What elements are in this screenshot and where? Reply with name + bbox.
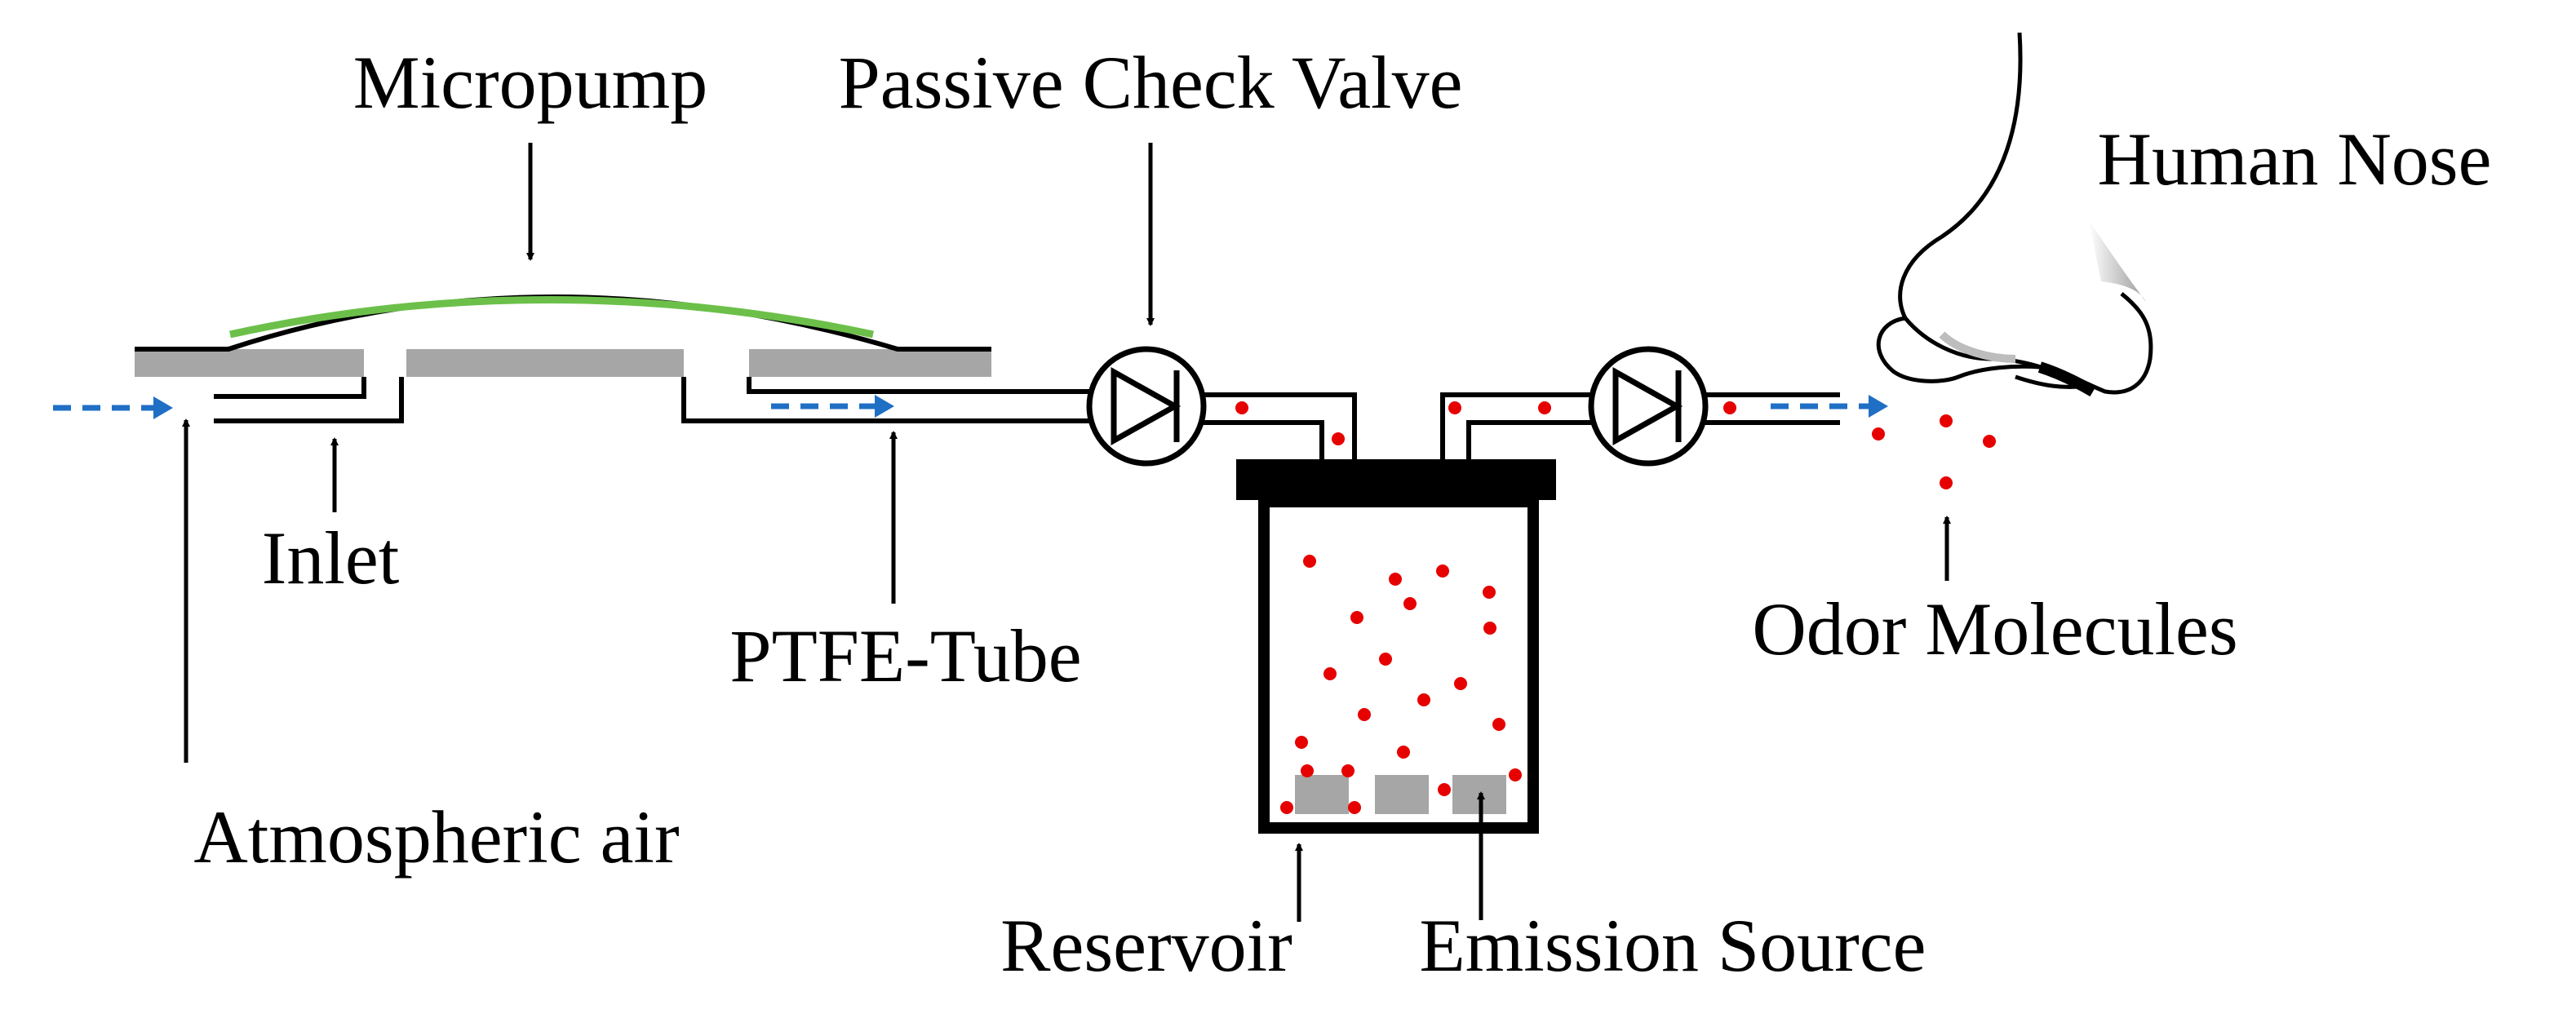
odor-molecule [1358,708,1371,721]
odor-molecule [1438,783,1451,796]
odor-molecule [1303,555,1316,568]
odor-molecule [1323,667,1337,680]
reservoir-lid [1236,459,1556,500]
odor-molecule [1509,768,1522,781]
odor-molecule [1295,736,1308,749]
odor-molecule [1983,435,1996,448]
check-valve-2 [1588,346,1709,467]
odor-molecule [1872,427,1885,440]
emission-source-label: Emission Source [1420,904,1926,987]
pump-body [135,349,991,377]
odor-molecule [1341,764,1355,777]
odor-molecule [1448,401,1461,414]
inlet-tube [214,377,404,423]
odor-molecule [1940,476,1953,489]
odor-molecule [1280,801,1293,814]
odor-molecule [1389,573,1402,586]
reservoir [1236,459,1556,834]
odor-molecule [1723,401,1736,414]
odor-molecule [1332,432,1345,445]
nostril [1904,317,2096,389]
odor-molecule [1397,746,1410,759]
nostril-edge [2037,361,2096,397]
odor-molecule [1350,611,1363,624]
reservoir-label: Reservoir [1000,904,1292,987]
emission-source-block [1295,775,1349,814]
odor-molecule [1436,564,1449,578]
odor-molecules-label: Odor Molecules [1752,587,2237,671]
odor-molecule [1538,401,1551,414]
odor-molecule [1940,414,1953,427]
emission-source-block [1375,775,1429,814]
nose-outline [1876,32,2153,395]
micropump-label: Micropump [353,41,707,124]
odor-molecule [1379,653,1392,666]
check-valve-label: Passive Check Valve [839,41,1463,124]
odor-molecule [1483,622,1496,635]
ptfe-tube-label: PTFE-Tube [729,614,1081,697]
inlet-label: Inlet [262,516,400,600]
odor-molecule [1454,677,1467,690]
odor-molecule [1417,693,1430,706]
nose-outlet-tube [1705,392,1840,425]
odor-molecule [1483,586,1496,599]
odor-molecule [1348,801,1361,814]
inlet-port-gap [364,347,406,379]
check-valve-1 [1086,346,1207,467]
nose-shading [2089,220,2146,302]
human-nose [1876,32,2153,397]
odor-molecule [1403,597,1417,610]
outlet-port-gap [684,347,749,379]
piezo-membrane [229,296,874,339]
micropump [135,294,991,379]
airflow-arrow-nose [1771,395,1888,418]
human-nose-label: Human Nose [2098,117,2492,201]
leader-arrows [182,143,1951,922]
odor-molecule [1301,764,1314,777]
odor-molecules [1235,401,1996,814]
pump-chamber-outline [135,294,991,352]
airflow-arrow-inlet [53,396,173,419]
odor-molecule [1235,401,1248,414]
atmospheric-air-label: Atmospheric air [193,795,679,879]
airflow-arrow-tube [771,395,894,418]
odor-molecule [1492,718,1505,731]
ptfe-tube-segment [681,377,1089,423]
nose-bridge-shadow [1939,331,2016,363]
